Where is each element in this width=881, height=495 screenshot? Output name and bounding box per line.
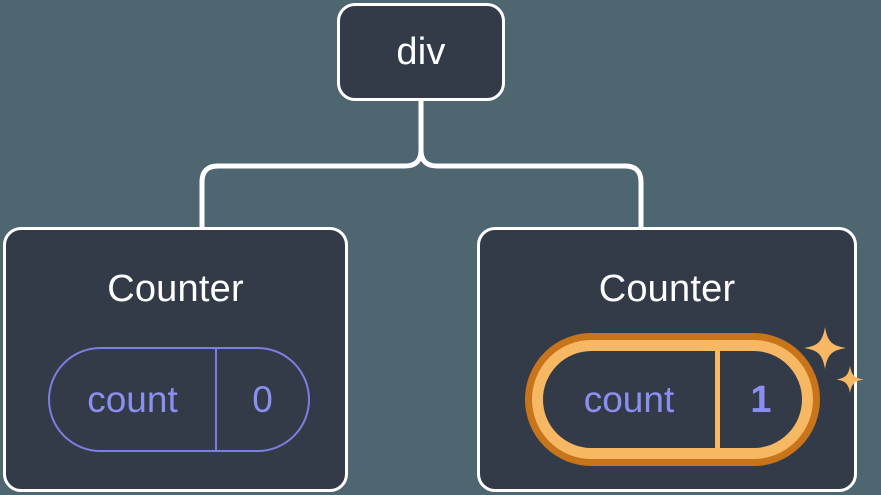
state-value-label: 0 — [252, 379, 273, 420]
state-pill-count-left[interactable]: count 0 — [48, 347, 310, 452]
state-value-label: 1 — [750, 378, 772, 421]
highlight-ring-outer — [525, 333, 820, 466]
state-key-label: count — [543, 351, 720, 448]
connector-left — [199, 98, 424, 231]
node-counter-right[interactable]: Counter count 1 — [477, 227, 864, 492]
node-div[interactable]: div — [337, 3, 505, 101]
connector-right — [418, 98, 644, 231]
node-counter-right-title: Counter — [598, 268, 736, 310]
state-key-label: count — [50, 349, 217, 450]
sparkle-small-icon — [836, 366, 864, 393]
node-counter-left[interactable]: Counter count 0 — [3, 227, 348, 492]
node-counter-left-title: Counter — [107, 268, 244, 310]
node-div-label: div — [396, 31, 446, 73]
highlight-ring-inner: count 1 — [532, 340, 813, 459]
state-pill-count-right-highlighted[interactable]: count 1 — [525, 333, 820, 466]
